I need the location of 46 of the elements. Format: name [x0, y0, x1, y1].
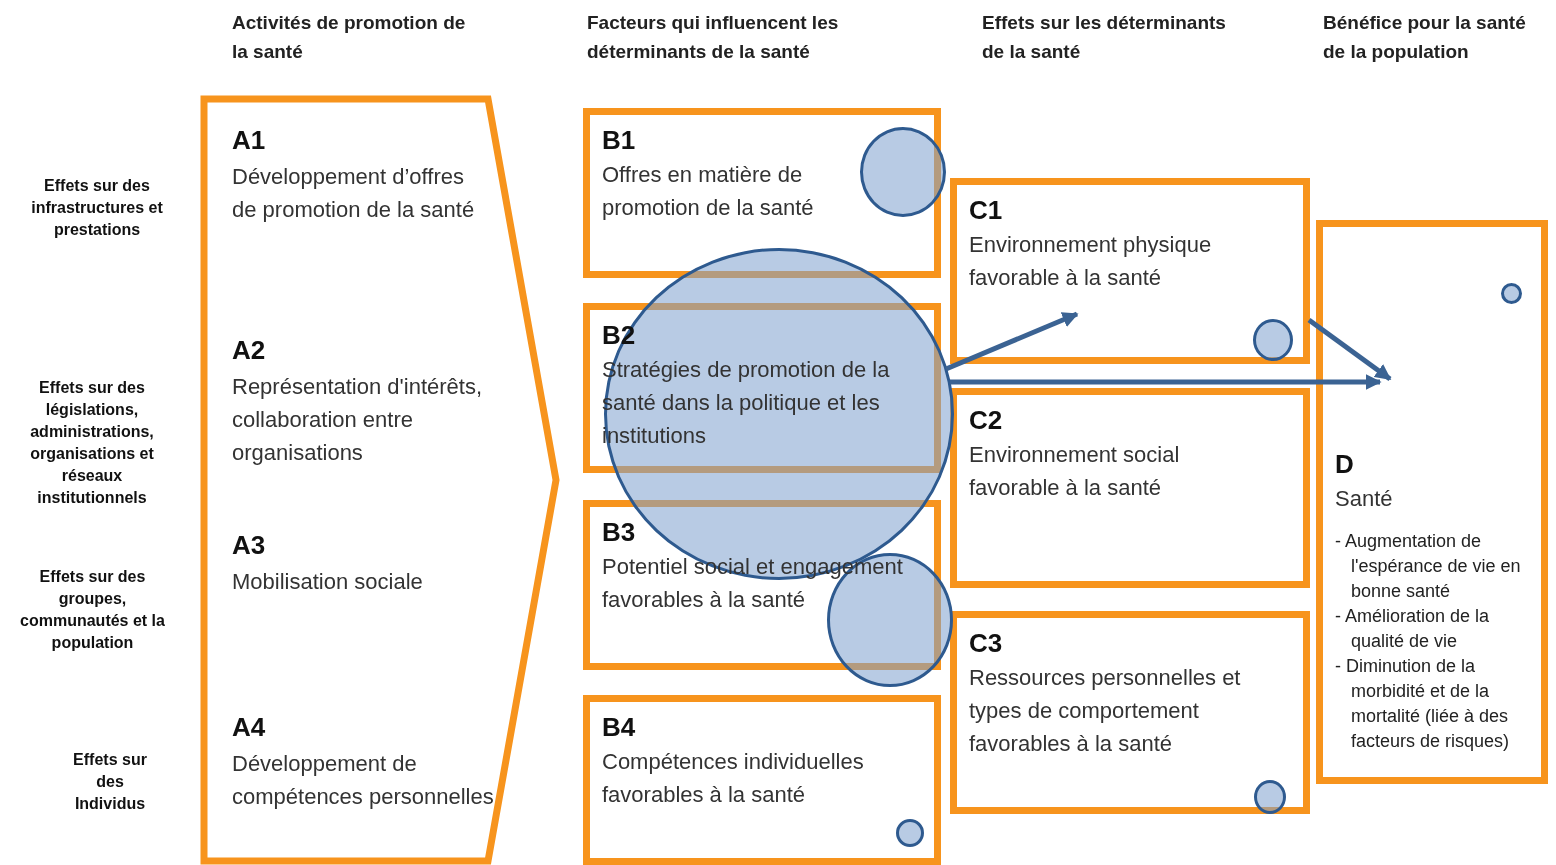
circle-marker — [1501, 283, 1522, 304]
process-box — [950, 611, 1310, 814]
arrow — [950, 374, 1382, 390]
process-box — [583, 500, 941, 670]
item-code: B3 — [602, 517, 637, 548]
item-code: B1 — [602, 125, 637, 156]
column-heading: Facteurs qui influencent les déterminants de la santé — [587, 11, 840, 64]
process-box — [950, 388, 1310, 588]
row-label: Effets sur des législations, administrations, organisations et réseaux institutionnels — [29, 378, 155, 508]
item-code: D — [1335, 449, 1355, 480]
circle-marker — [896, 819, 924, 847]
item-text: Offres en matière de promotion de la santé — [602, 161, 815, 222]
item-text: Développement d’offres de promotion de la santé — [232, 163, 476, 224]
item-code: C1 — [969, 195, 1004, 226]
item-code: A4 — [232, 712, 267, 743]
item-text: Compétences individuelles favorables à la santé — [602, 748, 864, 809]
item-text: Environnement social favorable à la santé — [969, 441, 1181, 502]
arrow — [1307, 318, 1392, 381]
row-label: Effets sur des infrastructures et prestations — [30, 176, 164, 240]
process-box — [1316, 220, 1548, 784]
item-text: Santé — [1335, 485, 1394, 513]
item-code: B4 — [602, 712, 637, 743]
item-text: - Diminution de la morbidité et de la mortalité (liée à des facteurs de risques) — [1335, 655, 1511, 753]
circle-marker — [1253, 319, 1293, 361]
process-box — [950, 178, 1310, 364]
row-label: Effets sur des Individus — [72, 750, 148, 814]
column-heading: Activités de promotion de la santé — [232, 11, 467, 64]
item-text: Environnement physique favorable à la santé — [969, 231, 1213, 292]
item-code: A3 — [232, 530, 267, 561]
item-text: Ressources personnelles et types de comportement favorables à la santé — [969, 664, 1242, 758]
item-text: - Amélioration de la qualité de vie — [1335, 605, 1491, 653]
item-code: A2 — [232, 335, 267, 366]
item-text: Mobilisation sociale — [232, 568, 424, 596]
column-heading: Bénéfice pour la santé de la population — [1323, 11, 1527, 64]
arrow — [945, 311, 1079, 372]
item-code: A1 — [232, 125, 267, 156]
item-text: Développement de compétences personnelles — [232, 750, 494, 811]
column-heading: Effets sur les déterminants de la santé — [982, 11, 1227, 64]
circle-marker — [1254, 780, 1286, 814]
process-box — [583, 695, 941, 865]
item-code: C3 — [969, 628, 1004, 659]
process-box — [583, 303, 941, 473]
row-label: Effets sur des groupes, communautés et la population — [19, 567, 166, 653]
item-text: Représentation d'intérêts, collaboration entre organisations — [232, 373, 483, 467]
item-text: - Augmentation de l'espérance de vie en bonne santé — [1335, 530, 1522, 603]
item-code: C2 — [969, 405, 1004, 436]
